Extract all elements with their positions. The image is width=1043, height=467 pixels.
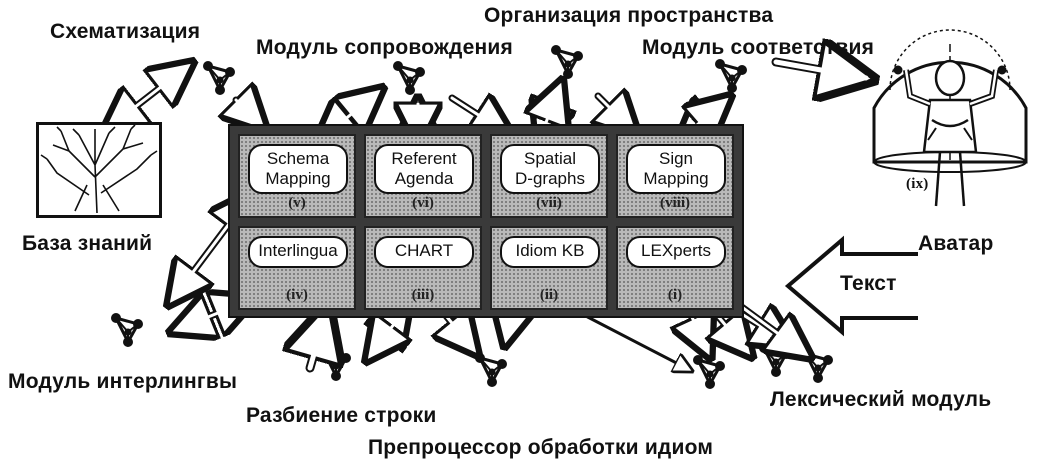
module-line1: Sign [658,149,694,168]
spatial-dgraphs-module: Spatial D-graphs [500,144,600,194]
cell-chart: CHART (iii) [364,226,482,310]
cell-schema-mapping: Schema Mapping (v) [238,134,356,218]
label-tracking-module: Модуль сопровождения [256,36,513,59]
cell-spatial-dgraphs: Spatial D-graphs (vii) [490,134,608,218]
lexical-agent-1-icon [691,353,727,391]
idiom-agent-icon [473,351,509,389]
interlingua-agent-icon [109,311,145,349]
module-line2: Agenda [394,169,454,188]
label-schematization: Схематизация [50,20,201,43]
idiomkb-lexical-arrow [576,310,690,370]
module-numeral: (v) [288,195,306,211]
module-line1: Idiom KB [515,241,585,260]
correspondence-agent-icon [713,57,749,95]
kb-schematization-arrow [108,66,188,128]
cell-referent-agenda: Referent Agenda (vi) [364,134,482,218]
label-space-organization: Организация пространства [484,4,774,27]
label-knowledge-base: База знаний [22,232,153,255]
module-numeral: (viii) [660,195,690,211]
tracking-agent-icon [391,59,427,97]
knowledge-tree-icon [40,124,158,214]
module-numeral: (iii) [411,287,435,303]
module-numeral: (vii) [536,195,562,211]
module-line1: Spatial [524,149,576,168]
module-line2: Mapping [265,169,331,188]
referent-agenda-module: Referent Agenda [374,144,474,194]
module-line2: D-graphs [515,169,585,188]
module-line1: Interlingua [258,241,338,260]
label-string-splitting: Разбиение строки [246,404,437,427]
text-input-arrow [784,235,918,337]
correspondence-avatar-arrow [771,62,866,78]
interlingua-module: Interlingua [248,236,348,268]
knowledge-base-box [36,122,162,218]
label-correspondence-module: Модуль соответствия [642,36,875,59]
module-numeral: (ii) [539,287,559,303]
label-text: Текст [840,272,897,295]
cell-sign-mapping: Sign Mapping (viii) [616,134,734,218]
label-avatar: Аватар [918,232,994,255]
label-idiom-preprocessor: Препроцессор обработки идиом [368,436,714,459]
label-interlingua-module: Модуль интерлингвы [8,370,238,393]
idiom-kb-module: Idiom KB [500,236,600,268]
module-line2: Mapping [643,169,709,188]
schema-mapping-module: Schema Mapping [248,144,348,194]
module-numeral: (iv) [286,287,308,303]
sign-mapping-module: Sign Mapping [626,144,726,194]
lexperts-module: LEXperts [626,236,726,268]
cell-interlingua: Interlingua (iv) [238,226,356,310]
system-modules-board: Schema Mapping (v) Referent Agenda (vi) … [228,124,744,318]
string-split-agent-icon [317,345,353,383]
module-line1: CHART [394,241,454,260]
lexical-agent-2-icon [757,341,793,379]
cell-lexperts: LEXperts (i) [616,226,734,310]
module-line1: Schema [266,149,330,168]
avatar-icon [872,29,1028,207]
cell-idiom-kb: Idiom KB (ii) [490,226,608,310]
schematization-agent-icon [201,59,237,97]
module-numeral: (vi) [412,195,434,211]
split-board-arrow [310,312,326,373]
schematization-board-arrow [236,100,262,126]
module-line1: LEXperts [641,241,711,260]
module-numeral: (i) [667,287,683,303]
avatar-numeral: (ix) [906,176,929,192]
chart-module: CHART [374,236,474,268]
module-line1: Referent [391,149,457,168]
label-lexical-module: Лексический модуль [770,388,992,411]
space-agent-icon [549,43,585,81]
